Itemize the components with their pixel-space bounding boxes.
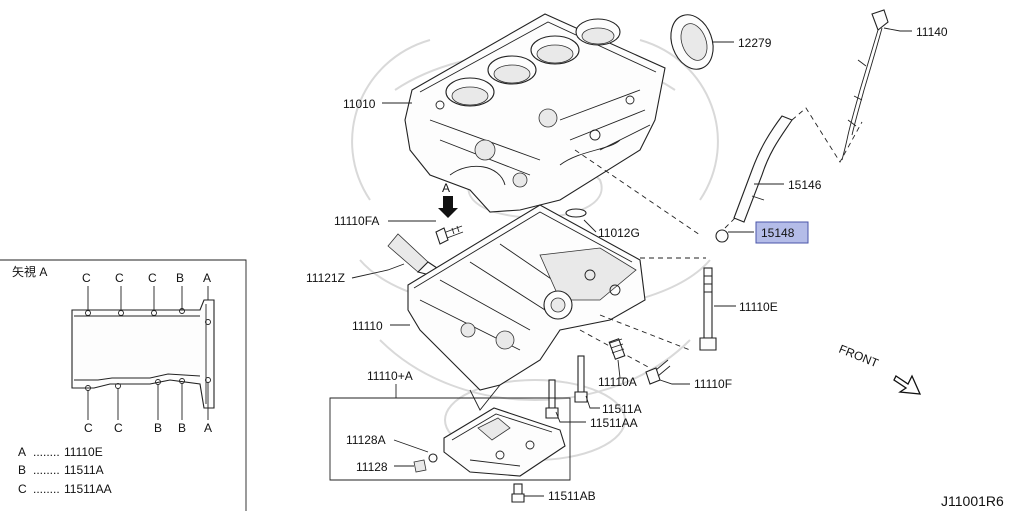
label-11110: 11110 bbox=[352, 319, 383, 333]
oil-level-gauge-guide bbox=[715, 115, 793, 243]
rear-oil-seal bbox=[670, 14, 714, 70]
inset-bottom-letter: C bbox=[84, 421, 93, 435]
label-11110f: 11110F bbox=[694, 377, 732, 391]
inset-top-letter: A bbox=[203, 271, 211, 285]
label-11121z: 11121Z bbox=[306, 271, 345, 285]
label-11511ab: 11511AB bbox=[548, 489, 596, 503]
legend-key: C bbox=[18, 482, 27, 496]
drain-plug bbox=[413, 459, 427, 473]
label-15146: 15146 bbox=[788, 178, 822, 192]
legend-dots: ........ bbox=[33, 463, 60, 477]
cylinder-block bbox=[404, 13, 666, 213]
label-11010: 11010 bbox=[343, 97, 376, 111]
label-11128: 11128 bbox=[356, 460, 388, 474]
bolt-11110fa bbox=[435, 225, 464, 245]
view-arrow-a: A bbox=[438, 181, 458, 218]
diagram-code: J11001R6 bbox=[941, 493, 1004, 509]
legend-key: B bbox=[18, 463, 26, 477]
inset-bottom-letter: A bbox=[204, 421, 212, 435]
legend-dots: ........ bbox=[33, 445, 60, 459]
label-11012g: 11012G bbox=[598, 226, 640, 240]
front-indicator: FRONT bbox=[837, 342, 922, 395]
label-11511a: 11511A bbox=[602, 402, 642, 416]
inset-bottom-letter: C bbox=[114, 421, 123, 435]
callout-labels: 12279 11140 11010 15146 15148 11110FA 11… bbox=[306, 25, 948, 503]
label-11110a: 11110A bbox=[598, 375, 637, 389]
arrow-letter: A bbox=[442, 181, 450, 195]
bolt-11511aa bbox=[545, 379, 559, 419]
label-12279: 12279 bbox=[738, 36, 772, 50]
inset-bottom-letter: B bbox=[154, 421, 162, 435]
front-label: FRONT bbox=[837, 342, 881, 371]
bolt-11511ab bbox=[511, 483, 525, 503]
inset-top-letter: C bbox=[148, 271, 157, 285]
leader-lines bbox=[351, 27, 912, 497]
inset-top-letter: B bbox=[176, 271, 184, 285]
inset-title: 矢視 A bbox=[12, 264, 47, 279]
label-11128a: 11128A bbox=[346, 433, 386, 447]
label-11110-plus-a: 11110+A bbox=[367, 369, 413, 383]
inset-view-a: 矢視 A C C C B A C C B B A A ........ 1 bbox=[0, 259, 247, 511]
bolt-11110e bbox=[699, 267, 717, 351]
legend-part: 11511AA bbox=[64, 482, 112, 496]
stud-11110a bbox=[608, 338, 626, 360]
label-15148: 15148 bbox=[761, 226, 795, 240]
label-11140: 11140 bbox=[916, 25, 948, 39]
legend-key: A bbox=[18, 445, 26, 459]
front-arrow-icon bbox=[893, 374, 922, 395]
legend-part: 11110E bbox=[64, 445, 103, 459]
bolt-11110f bbox=[645, 359, 671, 385]
inset-pan-outline bbox=[71, 299, 215, 409]
oil-pan-kit-box bbox=[329, 384, 571, 481]
inset-bottom-letter: B bbox=[178, 421, 186, 435]
label-11110e: 11110E bbox=[739, 300, 778, 314]
highlight-15148 bbox=[755, 221, 809, 244]
legend-part: 11511A bbox=[64, 463, 104, 477]
inset-top-letter: C bbox=[82, 271, 91, 285]
drain-washer bbox=[428, 453, 438, 463]
label-11110fa: 11110FA bbox=[334, 214, 379, 228]
inset-top-letter: C bbox=[115, 271, 124, 285]
legend-dots: ........ bbox=[33, 482, 60, 496]
lower-block-11110 bbox=[407, 204, 646, 411]
label-11511aa: 11511AA bbox=[590, 416, 638, 430]
oil-pan bbox=[443, 407, 566, 477]
oil-level-gauge bbox=[841, 9, 889, 161]
bolt-11511a bbox=[574, 355, 588, 403]
plug-11012g bbox=[565, 208, 587, 218]
